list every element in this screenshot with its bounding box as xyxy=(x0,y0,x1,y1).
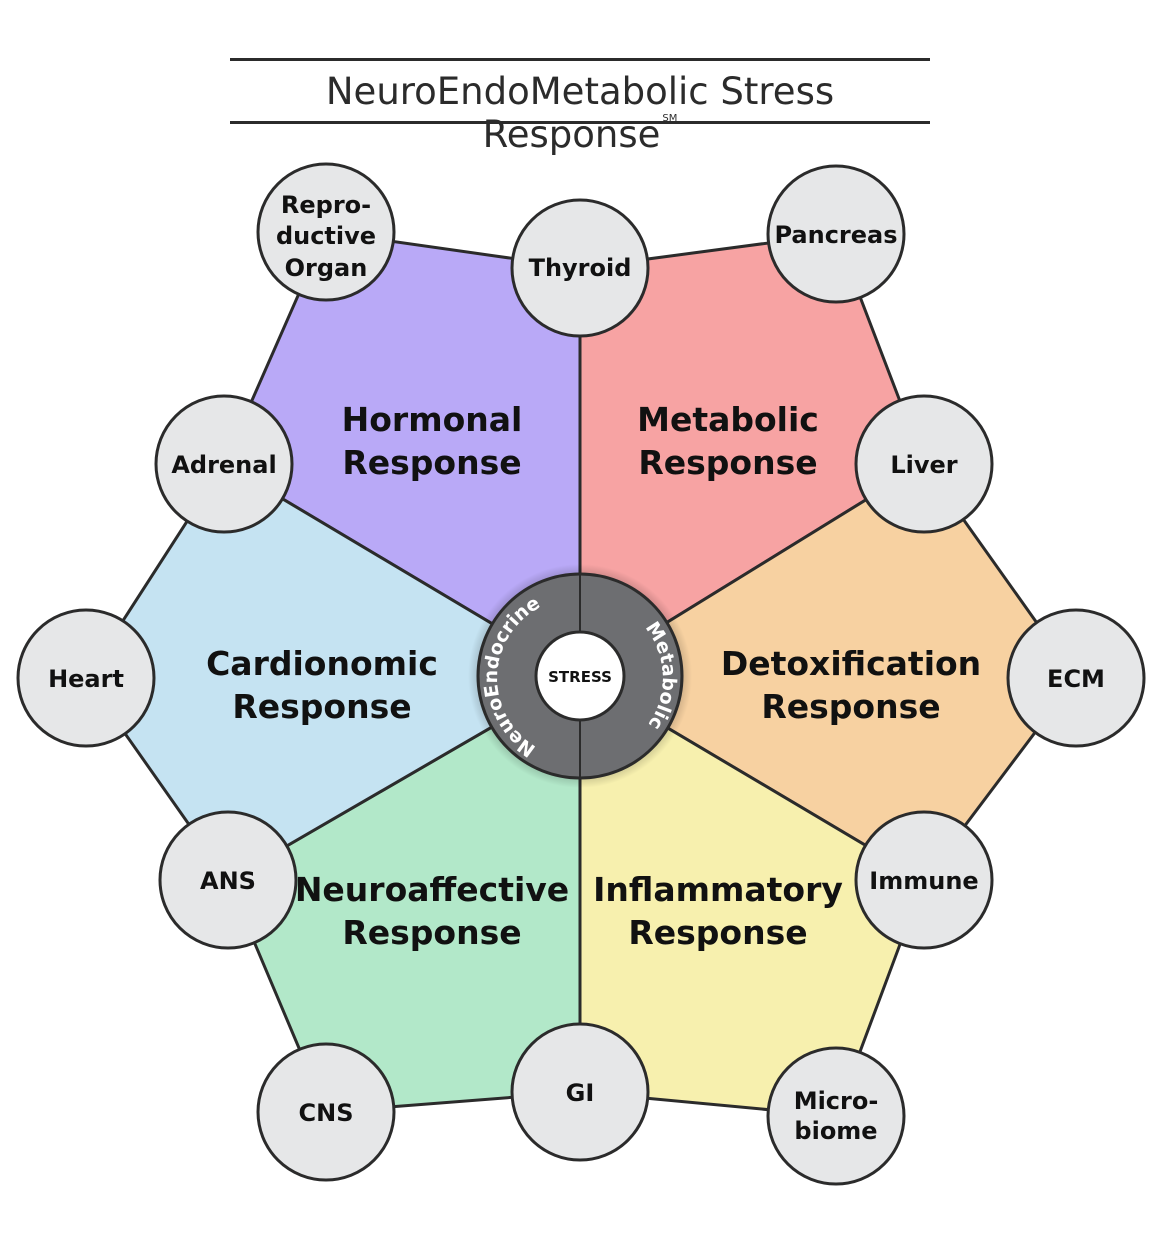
organ-node-reproductive-organ: Repro- ductive Organ xyxy=(256,162,396,302)
metabolic-label-line2: Response xyxy=(638,443,817,482)
svg-text:ANS: ANS xyxy=(200,867,256,895)
organ-node-immune: Immune xyxy=(854,810,994,950)
organ-node-gi: GI xyxy=(510,1022,650,1162)
svg-text:Immune: Immune xyxy=(869,867,978,895)
svg-text:GI: GI xyxy=(566,1079,595,1107)
cardionomic-label-line2: Response xyxy=(232,687,411,726)
organ-node-ecm: ECM xyxy=(1006,608,1146,748)
inflammatory-label: Inflammatory xyxy=(593,870,843,909)
organ-node-heart: Heart xyxy=(16,608,156,748)
stress-core xyxy=(534,630,626,722)
hormonal-label: Hormonal xyxy=(342,400,523,439)
svg-text:Pancreas: Pancreas xyxy=(774,221,897,249)
svg-text:Liver: Liver xyxy=(890,451,957,479)
svg-text:Adrenal: Adrenal xyxy=(171,451,276,479)
organ-node-microbiome: Micro- biome xyxy=(766,1046,906,1186)
svg-text:Heart: Heart xyxy=(48,665,124,693)
svg-text:Repro-: Repro- xyxy=(281,191,371,219)
stress-label: STRESS xyxy=(548,668,612,686)
center-hub: NeuroEndocrine Metabolic STRESS xyxy=(468,564,692,788)
organ-node-cns: CNS xyxy=(256,1042,396,1182)
sector-labels: Hormonal Response Metabolic Response Det… xyxy=(206,400,981,952)
organ-node-adrenal: Adrenal xyxy=(154,394,294,534)
title-bottom-rule xyxy=(230,121,930,124)
svg-text:Micro-: Micro- xyxy=(794,1087,879,1115)
detoxification-label-line2: Response xyxy=(761,687,940,726)
inflammatory-label-line2: Response xyxy=(628,913,807,952)
neuroaffective-label-line2: Response xyxy=(342,913,521,952)
organ-node-thyroid: Thyroid xyxy=(510,198,650,338)
title-top-rule xyxy=(230,58,930,61)
svg-text:ductive: ductive xyxy=(276,222,376,250)
organ-node-ans: ANS xyxy=(158,810,298,950)
sectors xyxy=(84,230,1078,1118)
hormonal-label-line2: Response xyxy=(342,443,521,482)
cardionomic-label: Cardionomic xyxy=(206,644,438,683)
organ-nodes: Repro- ductive Organ Thyroid Pancreas Ad… xyxy=(16,162,1146,1186)
neuroaffective-label: Neuroaffective xyxy=(295,870,569,909)
organ-node-liver: Liver xyxy=(854,394,994,534)
svg-text:Thyroid: Thyroid xyxy=(529,254,632,282)
svg-text:CNS: CNS xyxy=(299,1099,354,1127)
svg-text:Organ: Organ xyxy=(285,254,368,282)
service-mark: SM xyxy=(662,113,678,124)
organ-node-pancreas: Pancreas xyxy=(766,164,906,304)
metabolic-label: Metabolic xyxy=(637,400,819,439)
svg-text:ECM: ECM xyxy=(1047,665,1105,693)
svg-text:biome: biome xyxy=(794,1117,877,1145)
detoxification-label: Detoxification xyxy=(721,644,981,683)
